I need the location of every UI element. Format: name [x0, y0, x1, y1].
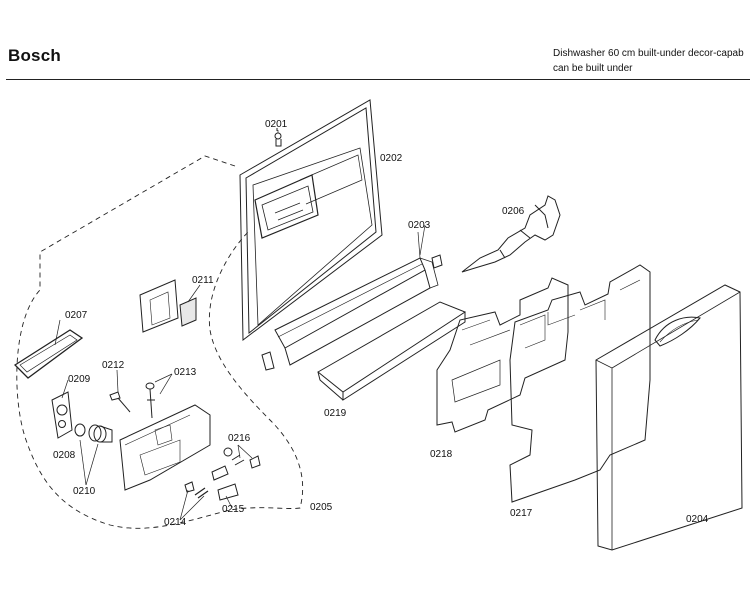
label-0202: 0202 [380, 153, 403, 164]
seal-rings [74, 423, 113, 443]
label-0206: 0206 [502, 206, 525, 217]
label-0217: 0217 [510, 508, 533, 519]
control-module-dashed-boundary [16, 155, 304, 529]
display-frame [13, 329, 84, 379]
pin-part [109, 391, 131, 413]
insulation-panel-middle [509, 264, 651, 503]
leader-lines [54, 130, 426, 521]
label-0211: 0211 [192, 275, 214, 286]
label-0213: 0213 [174, 367, 197, 378]
label-0201: 0201 [265, 119, 288, 130]
brand-title: Bosch [8, 46, 61, 65]
label-0204: 0204 [686, 514, 709, 525]
label-0205: 0205 [310, 502, 333, 513]
appliance-description: Dishwasher 60 cm built-under decor-capab… [553, 46, 744, 76]
label-0203: 0203 [408, 220, 431, 231]
foam-profile [317, 301, 467, 401]
label-0218: 0218 [430, 449, 453, 460]
shaft-part [145, 382, 155, 419]
inner-door-panel [239, 99, 383, 371]
description-line-2: can be built under [553, 63, 633, 74]
small-parts [184, 447, 261, 501]
hinge-bracket [431, 195, 561, 273]
label-0219: 0219 [324, 408, 347, 419]
label-0215: 0215 [222, 504, 245, 515]
control-module [119, 404, 211, 491]
label-0208: 0208 [53, 450, 76, 461]
part-labels: 0201 0202 0203 0204 0205 0206 0207 0208 … [53, 119, 709, 528]
outer-door-panel [595, 284, 743, 551]
label-0216: 0216 [228, 433, 251, 444]
label-0210: 0210 [73, 486, 96, 497]
label-0207: 0207 [65, 310, 88, 321]
label-0214: 0214 [164, 517, 187, 528]
header-divider [6, 79, 750, 80]
label-0212: 0212 [102, 360, 125, 371]
knob-housing [51, 391, 73, 439]
cover-plate [139, 279, 197, 333]
label-0209: 0209 [68, 374, 91, 385]
door-seal-strip [274, 231, 439, 366]
insulation-panel-rear [436, 277, 569, 433]
description-line-1: Dishwasher 60 cm built-under decor-capab [553, 48, 744, 59]
